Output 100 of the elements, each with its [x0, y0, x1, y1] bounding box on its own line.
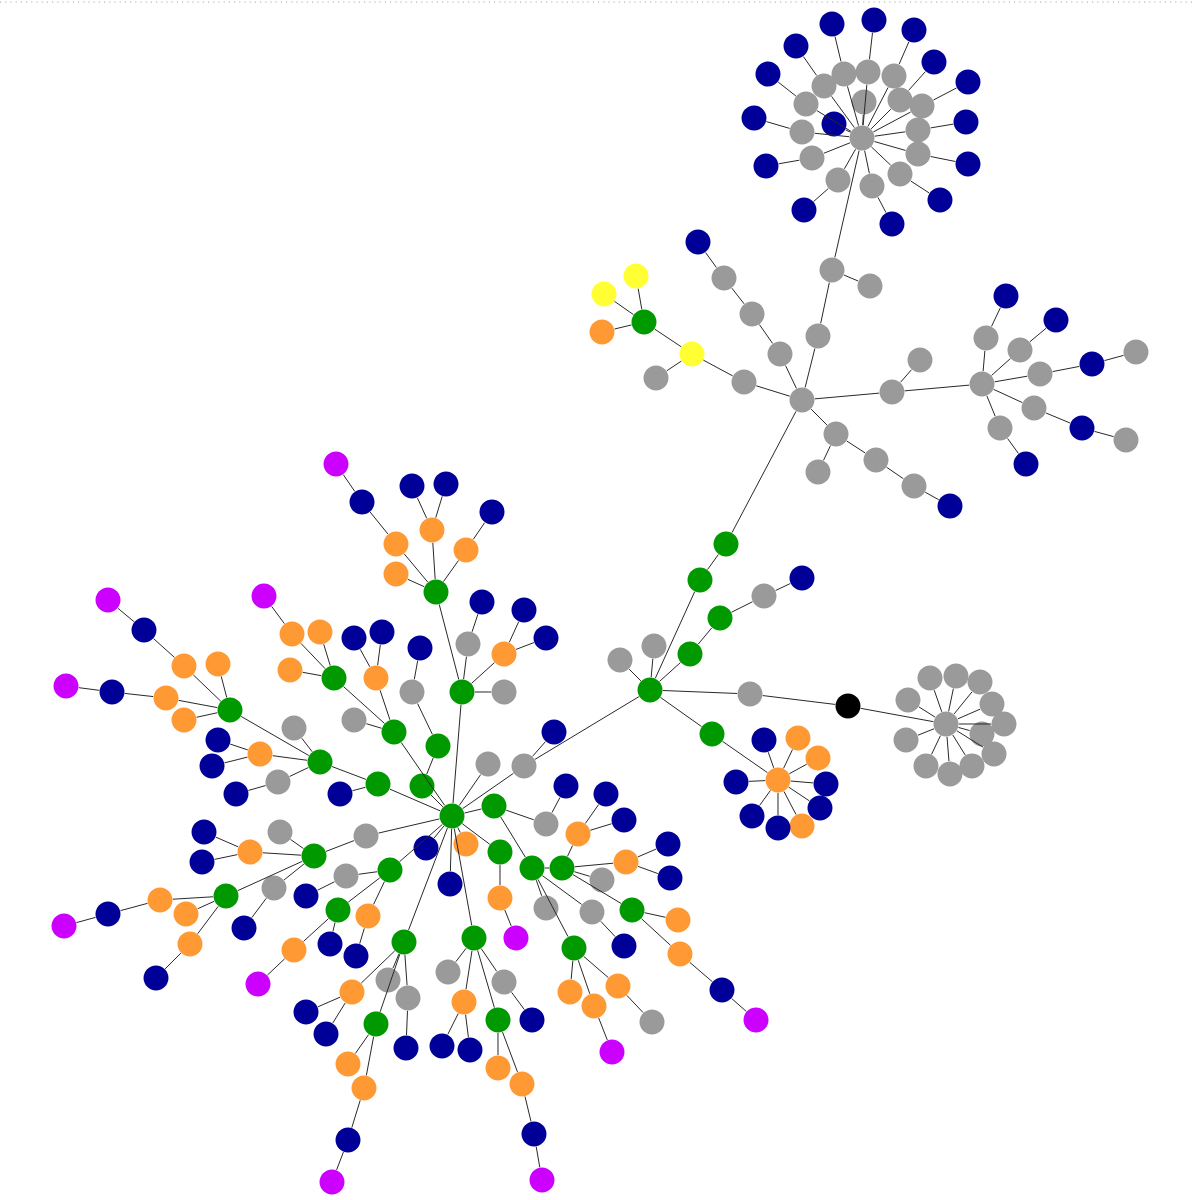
connector-line [777, 792, 779, 816]
circle-node [805, 745, 831, 771]
connector-line [331, 766, 367, 780]
connector-line [810, 408, 828, 426]
connector-line [702, 359, 734, 377]
connector-line [957, 708, 981, 720]
circle-node [1027, 361, 1053, 387]
connector-line [373, 881, 385, 905]
connector-line [289, 767, 309, 777]
circle-node [641, 633, 667, 659]
circle-node [53, 673, 79, 699]
circle-node [687, 567, 713, 593]
connector-line [432, 542, 436, 580]
connector-line [251, 897, 267, 919]
circle-node [905, 141, 931, 167]
circle-node [895, 687, 921, 713]
connector-line [515, 642, 535, 650]
connector-line [117, 607, 135, 623]
circle-node [323, 451, 349, 477]
connector-line [1103, 354, 1125, 362]
circle-node [751, 727, 777, 753]
connector-line [524, 1096, 532, 1122]
circle-node [819, 257, 845, 283]
connector-line [697, 627, 713, 645]
circle-node [407, 635, 433, 661]
circle-node [485, 1055, 511, 1081]
circle-node [549, 855, 575, 881]
connector-line [240, 715, 310, 757]
connector-line [873, 141, 907, 151]
circle-node [213, 883, 239, 909]
circle-node [857, 273, 883, 299]
circle-node [707, 605, 733, 631]
circle-node [699, 721, 725, 747]
connector-line [272, 755, 308, 761]
connector-line [124, 692, 154, 698]
connector-line [900, 369, 912, 383]
circle-node [969, 371, 995, 397]
connector-line [403, 553, 429, 583]
circle-node [967, 669, 993, 695]
circle-node [825, 167, 851, 193]
connector-line [788, 786, 810, 802]
circle-node [713, 531, 739, 557]
circle-node [855, 59, 881, 85]
connector-line [654, 328, 682, 348]
circle-node [177, 931, 203, 957]
connector-line [535, 879, 543, 897]
circle-node [341, 625, 367, 651]
connector-line [400, 742, 446, 806]
connector-line [119, 902, 149, 912]
connector-line [347, 877, 381, 903]
connector-line [461, 823, 491, 845]
circle-node [341, 707, 367, 733]
connector-line [416, 497, 428, 519]
circle-node [605, 973, 631, 999]
connector-line [164, 952, 182, 970]
circle-node [907, 347, 933, 373]
circle-node [765, 815, 791, 841]
connector-line [758, 324, 774, 344]
circle-node [429, 1033, 455, 1059]
connector-line [731, 287, 745, 305]
circle-node [453, 537, 479, 563]
circle-node [1007, 337, 1033, 363]
circle-node [425, 733, 451, 759]
connector-line [430, 794, 444, 808]
connector-line [365, 1036, 375, 1076]
circle-node [805, 323, 831, 349]
circle-node [391, 929, 417, 955]
connector-line [443, 560, 459, 582]
circle-node [881, 63, 907, 89]
connector-line [932, 87, 958, 101]
circle-node [913, 753, 939, 779]
circle-node [485, 1007, 511, 1033]
circle-node [991, 711, 1017, 737]
circle-node [893, 727, 919, 753]
connector-line [541, 875, 583, 905]
connector-line [991, 307, 1001, 327]
circle-node [147, 887, 173, 913]
connector-line [860, 707, 934, 723]
circle-node [665, 907, 691, 933]
connector-line [834, 36, 842, 62]
connector-line [846, 440, 866, 454]
circle-node [439, 803, 465, 829]
circle-node [909, 93, 935, 119]
circle-node [593, 781, 619, 807]
circle-node [99, 679, 125, 705]
connector-line [465, 1014, 469, 1038]
circle-node [783, 33, 809, 59]
connector-line [872, 111, 912, 133]
circle-node [423, 579, 449, 605]
circle-node [509, 1071, 535, 1097]
connector-line [666, 360, 682, 372]
circle-node [307, 749, 333, 775]
connector-line [868, 32, 873, 60]
connector-line [813, 188, 829, 202]
connector-line [785, 365, 797, 389]
circle-node [835, 693, 861, 719]
connector-line [574, 862, 614, 868]
connector-line [379, 953, 401, 1013]
connector-line [948, 688, 954, 712]
circle-node [277, 657, 303, 683]
